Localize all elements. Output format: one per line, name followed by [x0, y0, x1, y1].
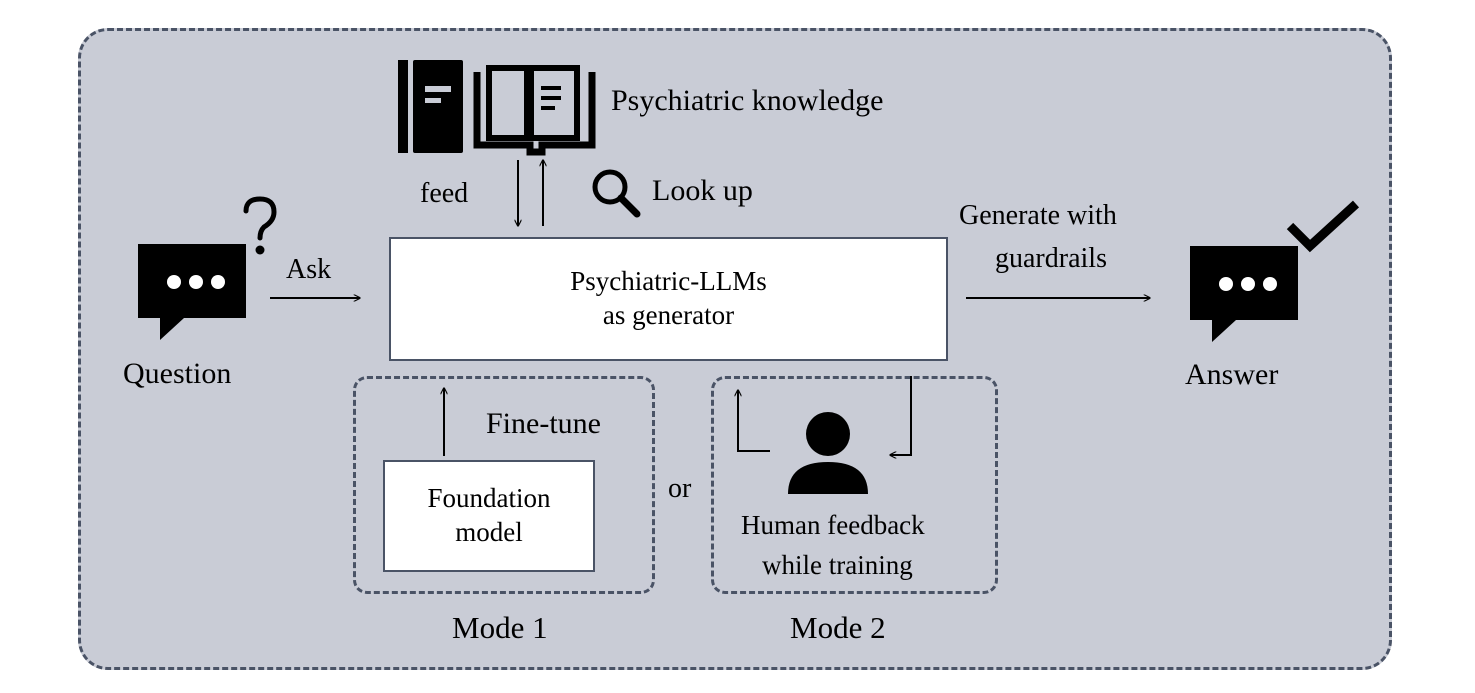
- checkmark-icon: [1286, 200, 1360, 253]
- foundation-label-line1: Foundation: [427, 483, 551, 514]
- generate-label-line1: Generate with: [959, 200, 1117, 231]
- person-icon: [788, 412, 868, 494]
- open-book-icon: [473, 65, 596, 156]
- chat-bubble-icon: [138, 244, 246, 340]
- feed-label: feed: [420, 178, 469, 209]
- finetune-label: Fine-tune: [486, 407, 601, 440]
- mode1-label: Mode 1: [452, 610, 548, 645]
- question-label: Question: [123, 357, 232, 390]
- human-feedback-line2: while training: [762, 550, 913, 580]
- foundation-label-line2: model: [455, 517, 523, 547]
- feedback-down-arrow: [890, 376, 912, 455]
- mode2-label: Mode 2: [790, 610, 886, 645]
- knowledge-label: Psychiatric knowledge: [611, 84, 884, 117]
- mode1-container: [353, 376, 655, 594]
- ask-label: Ask: [286, 254, 332, 285]
- lookup-label: Look up: [652, 174, 753, 207]
- foundation-model-box: Foundation model: [383, 460, 595, 572]
- or-label: or: [668, 473, 692, 504]
- answer-bubble-icon: [1190, 246, 1298, 342]
- generator-label-line1: Psychiatric-LLMs: [570, 266, 767, 297]
- human-feedback-line1: Human feedback: [741, 510, 925, 540]
- generate-label-line2: guardrails: [995, 243, 1107, 274]
- question-mark-icon: [243, 196, 277, 255]
- generator-label-line2: as generator: [602, 300, 735, 330]
- generator-box: Psychiatric-LLMs as generator: [389, 237, 948, 361]
- search-icon: [592, 169, 641, 218]
- answer-label: Answer: [1185, 358, 1279, 391]
- feedback-up-arrow: [738, 390, 770, 452]
- book-icon: [398, 60, 463, 153]
- mode2-container: [711, 376, 998, 594]
